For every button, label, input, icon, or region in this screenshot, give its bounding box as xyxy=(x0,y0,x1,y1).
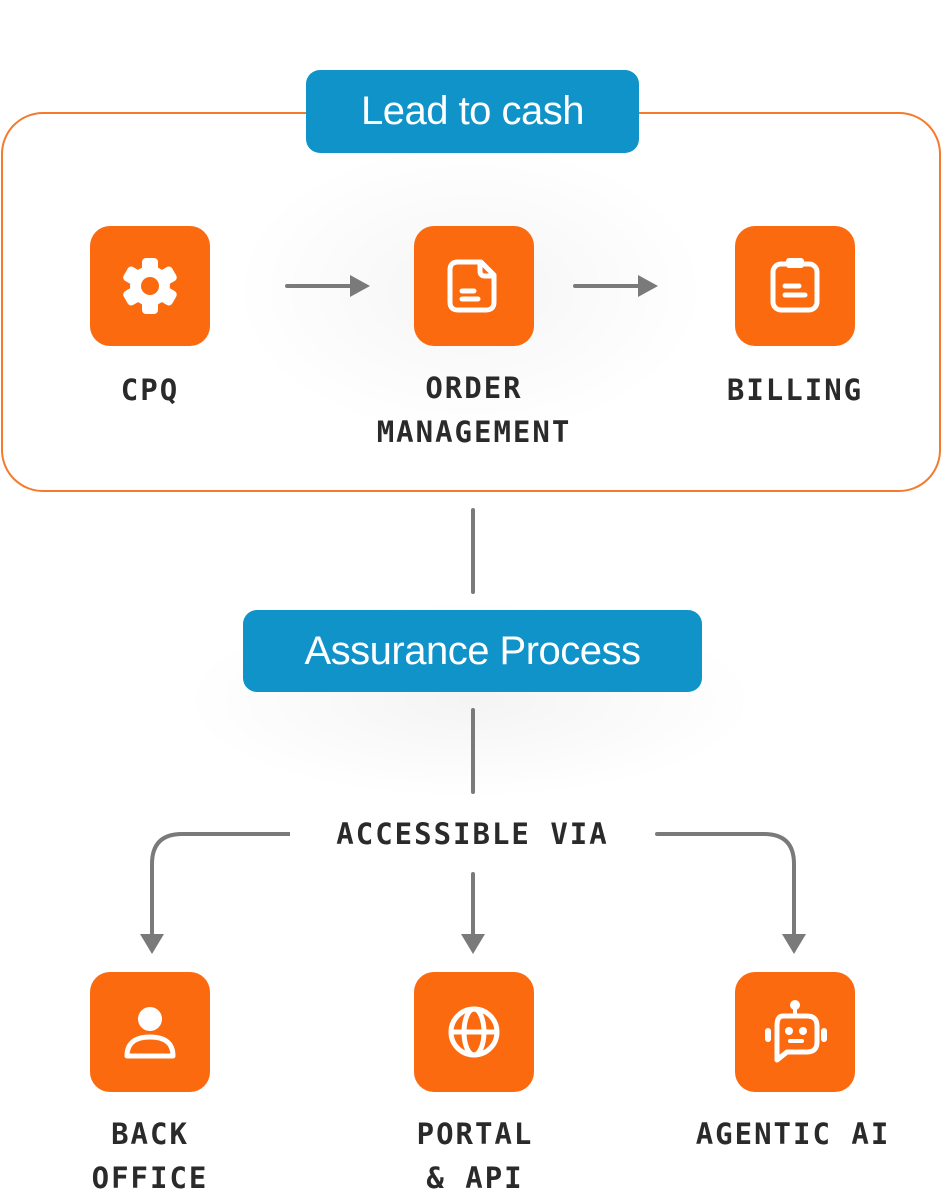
user-icon xyxy=(124,1007,176,1059)
billing-label: BILLING xyxy=(700,368,890,412)
lead-to-cash-title: Lead to cash xyxy=(306,70,639,153)
globe-icon xyxy=(448,1006,500,1058)
clipboard-icon xyxy=(770,258,820,313)
order-management-tile[interactable] xyxy=(414,226,534,346)
arrow-order-to-billing-head xyxy=(638,275,658,297)
back-office-label-line-1: BACK xyxy=(111,1117,189,1151)
accessible-via-label: ACCESSIBLE VIA xyxy=(290,812,655,856)
back-office-tile[interactable] xyxy=(90,972,210,1092)
robot-icon xyxy=(765,1000,827,1063)
arrow-access-right-head xyxy=(782,934,806,954)
agentic-ai-label: AGENTIC AI xyxy=(685,1112,901,1156)
connector-access-left xyxy=(150,832,292,938)
document-icon xyxy=(447,259,497,313)
cpq-label-line: CPQ xyxy=(120,373,180,407)
billing-label-line: BILLING xyxy=(726,373,864,407)
arrow-cpq-to-order-head xyxy=(350,275,370,297)
arrow-access-left-head xyxy=(140,934,164,954)
connector-access-right xyxy=(655,832,796,938)
portal-api-label: PORTAL & API xyxy=(380,1112,570,1200)
order-management-label-line-2: MANAGEMENT xyxy=(376,415,572,449)
back-office-label: BACK OFFICE xyxy=(60,1112,240,1200)
agentic-ai-tile[interactable] xyxy=(735,972,855,1092)
billing-tile[interactable] xyxy=(735,226,855,346)
order-management-label: ORDER MANAGEMENT xyxy=(330,366,618,454)
portal-api-label-line-1: PORTAL xyxy=(416,1117,534,1151)
cpq-label: CPQ xyxy=(60,368,240,412)
cpq-tile[interactable] xyxy=(90,226,210,346)
portal-api-tile[interactable] xyxy=(414,972,534,1092)
arrow-access-center-head xyxy=(461,934,485,954)
portal-api-label-line-2: & API xyxy=(426,1161,524,1195)
back-office-label-line-2: OFFICE xyxy=(91,1161,209,1195)
assurance-process-title: Assurance Process xyxy=(243,610,702,692)
gear-icon xyxy=(123,258,177,314)
order-management-label-line-1: ORDER xyxy=(425,371,523,405)
agentic-ai-label-line: AGENTIC AI xyxy=(695,1117,891,1151)
